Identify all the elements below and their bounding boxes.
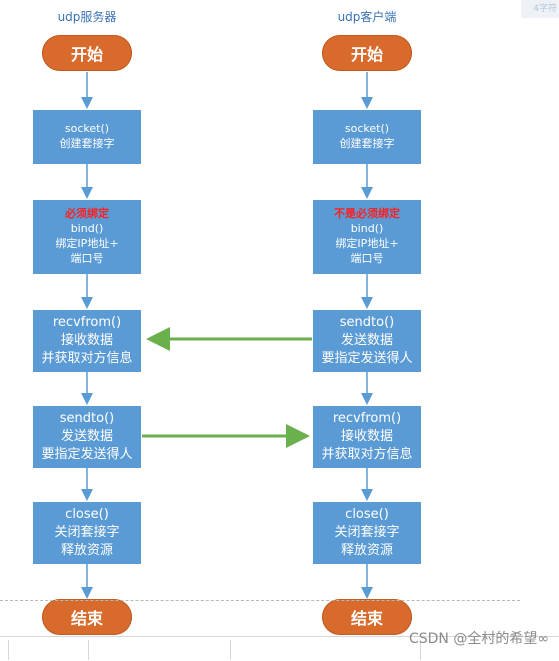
server-socket-line1: socket() [64, 122, 110, 136]
client-column-title: udp客户端 [337, 10, 397, 24]
client-bind-line2: 绑定IP地址+ [335, 237, 399, 250]
client-bind-line3: 端口号 [350, 251, 384, 265]
server-bind-line1: bind() [70, 222, 104, 236]
bottom-divider [420, 640, 421, 660]
server-recvfrom-line3: 并获取对方信息 [41, 351, 133, 367]
client-bind-note: 不是必须绑定 [334, 207, 400, 221]
server-socket-box: socket() 创建套接字 [33, 110, 141, 164]
client-close-line1: close() [345, 506, 389, 522]
client-sendto-line3: 要指定发送得人 [321, 351, 413, 367]
corner-label: 4字符 [521, 0, 559, 18]
client-end-node: 结束 [322, 599, 412, 635]
bottom-strip [0, 636, 559, 661]
client-bind-box: 不是必须绑定 bind() 绑定IP地址+ 端口号 [313, 200, 421, 274]
client-sendto-line2: 发送数据 [340, 332, 393, 348]
client-recvfrom-line3: 并获取对方信息 [321, 447, 413, 463]
server-bind-line2: 绑定IP地址+ [55, 237, 119, 250]
server-sendto-line1: sendto() [59, 410, 115, 426]
server-close-line2: 关闭套接字 [54, 524, 120, 540]
client-sendto-line1: sendto() [339, 314, 395, 330]
client-recvfrom-line2: 接收数据 [340, 428, 393, 444]
server-bind-box: 必须绑定 bind() 绑定IP地址+ 端口号 [33, 200, 141, 274]
server-column-title: udp服务器 [57, 10, 117, 24]
client-socket-box: socket() 创建套接字 [313, 110, 421, 164]
client-close-line2: 关闭套接字 [334, 524, 400, 540]
server-close-line3: 释放资源 [60, 543, 113, 559]
server-recvfrom-box: recvfrom() 接收数据 并获取对方信息 [33, 310, 141, 372]
client-close-line3: 释放资源 [340, 543, 393, 559]
server-end-node: 结束 [42, 599, 132, 635]
server-sendto-box: sendto() 发送数据 要指定发送得人 [33, 406, 141, 468]
client-bind-line1: bind() [350, 222, 384, 236]
bottom-divider [8, 640, 9, 660]
bottom-divider [88, 640, 89, 660]
server-sendto-line3: 要指定发送得人 [41, 447, 133, 463]
server-bind-line3: 端口号 [70, 251, 104, 265]
server-close-box: close() 关闭套接字 释放资源 [33, 502, 141, 564]
csdn-watermark: CSDN @全村的希望∞ [408, 631, 549, 647]
server-bind-note: 必须绑定 [65, 207, 109, 221]
server-socket-line2: 创建套接字 [59, 137, 115, 150]
server-recvfrom-line2: 接收数据 [60, 332, 113, 348]
client-recvfrom-box: recvfrom() 接收数据 并获取对方信息 [313, 406, 421, 468]
bottom-divider [230, 640, 231, 660]
server-sendto-line2: 发送数据 [60, 428, 113, 444]
server-close-line1: close() [65, 506, 109, 522]
client-recvfrom-line1: recvfrom() [332, 410, 402, 426]
server-start-node: 开始 [42, 35, 132, 71]
client-close-box: close() 关闭套接字 释放资源 [313, 502, 421, 564]
client-sendto-box: sendto() 发送数据 要指定发送得人 [313, 310, 421, 372]
client-start-node: 开始 [322, 35, 412, 71]
client-socket-line1: socket() [344, 122, 390, 136]
client-socket-line2: 创建套接字 [339, 137, 395, 150]
server-recvfrom-line1: recvfrom() [52, 314, 122, 330]
page-break-divider [0, 600, 520, 601]
